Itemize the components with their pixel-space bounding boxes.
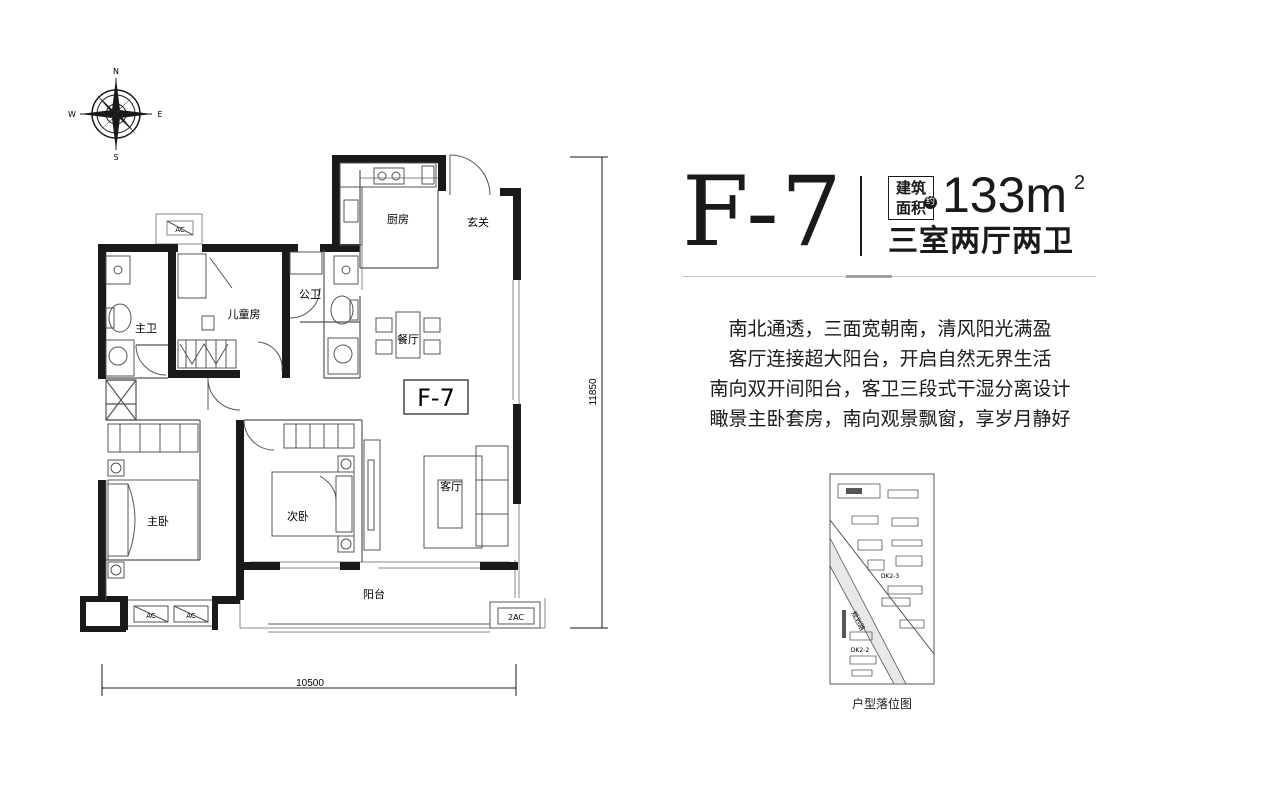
dimension-lines — [101, 156, 608, 696]
ac-label-left: AC — [146, 612, 156, 620]
area-label-line2: 面积 — [895, 199, 926, 217]
area-unit-superscript: 2 — [1074, 172, 1086, 194]
feature-item: 客厅连接超大阳台，开启自然无界生活 — [728, 348, 1052, 370]
door-swings — [135, 154, 491, 451]
area-prefix-badge: 约 — [924, 196, 937, 209]
area-label-line1: 建筑 — [895, 179, 926, 197]
site-plan-caption: 户型落位图 — [851, 697, 912, 711]
ac-label-top: AC — [175, 226, 185, 234]
ac-label-right: AC — [186, 612, 196, 620]
plan-badge-frame — [403, 379, 469, 415]
public-bath-fixtures — [289, 251, 359, 375]
compass-n-label: N — [113, 67, 119, 76]
room-label-dining: 餐厅 — [397, 332, 419, 346]
ac-units — [133, 220, 541, 629]
room-label-kitchen: 厨房 — [387, 213, 409, 226]
width-dimension-label: 10500 — [296, 678, 324, 689]
window-sills — [105, 480, 490, 627]
site-plan-map: 规划路 DK2-3 DK2-2 — [829, 473, 935, 685]
feature-item: 南北通透，三面宽朝南，清风阳光满盈 — [728, 318, 1052, 340]
compass-w-label: W — [68, 110, 76, 119]
room-label-public-bath: 公卫 — [299, 288, 321, 301]
compass-e-label: E — [157, 110, 162, 119]
compass-icon: N S W E — [68, 67, 162, 162]
master-bath-fixtures — [105, 255, 135, 377]
ac-label-balcony: 2AC — [508, 613, 524, 622]
depth-dimension-label: 11850 — [588, 378, 599, 406]
feature-item: 瞰景主卧套房，南向观景飘窗，享岁月静好 — [709, 408, 1071, 430]
children-room-furniture — [177, 253, 237, 369]
unit-code-title: F-7 — [682, 156, 844, 268]
dining-table-icon — [375, 311, 441, 359]
layout-type: 三室两厅两卫 — [888, 224, 1074, 259]
room-label-master-bedroom: 主卧 — [147, 515, 169, 528]
feature-item: 南向双开间阳台，客卫三段式干湿分离设计 — [709, 378, 1071, 400]
living-room-furniture — [363, 439, 509, 551]
site-block-a: DK2-3 — [881, 573, 900, 580]
room-label-balcony: 阳台 — [363, 587, 385, 601]
walls — [80, 155, 521, 632]
master-bedroom-furniture — [107, 423, 199, 579]
room-label-children: 儿童房 — [228, 307, 261, 321]
feature-list: 南北通透，三面宽朝南，清风阳光满盈 客厅连接超大阳台，开启自然无界生活 南向双开… — [690, 314, 1090, 434]
area-value: 133m — [942, 167, 1068, 223]
kitchen-fixtures — [339, 162, 437, 246]
room-label-living: 客厅 — [440, 479, 462, 493]
title-separator — [860, 176, 862, 256]
second-bedroom-furniture — [271, 423, 355, 553]
site-block-b: DK2-2 — [851, 647, 870, 654]
plan-badge: F-7 — [417, 384, 455, 412]
compass-s-label: S — [113, 153, 118, 162]
room-label-entrance: 玄关 — [467, 215, 489, 229]
title-rule-mark — [846, 275, 892, 278]
room-label-master-bath: 主卫 — [135, 322, 157, 335]
room-label-second-bedroom: 次卧 — [287, 509, 309, 523]
